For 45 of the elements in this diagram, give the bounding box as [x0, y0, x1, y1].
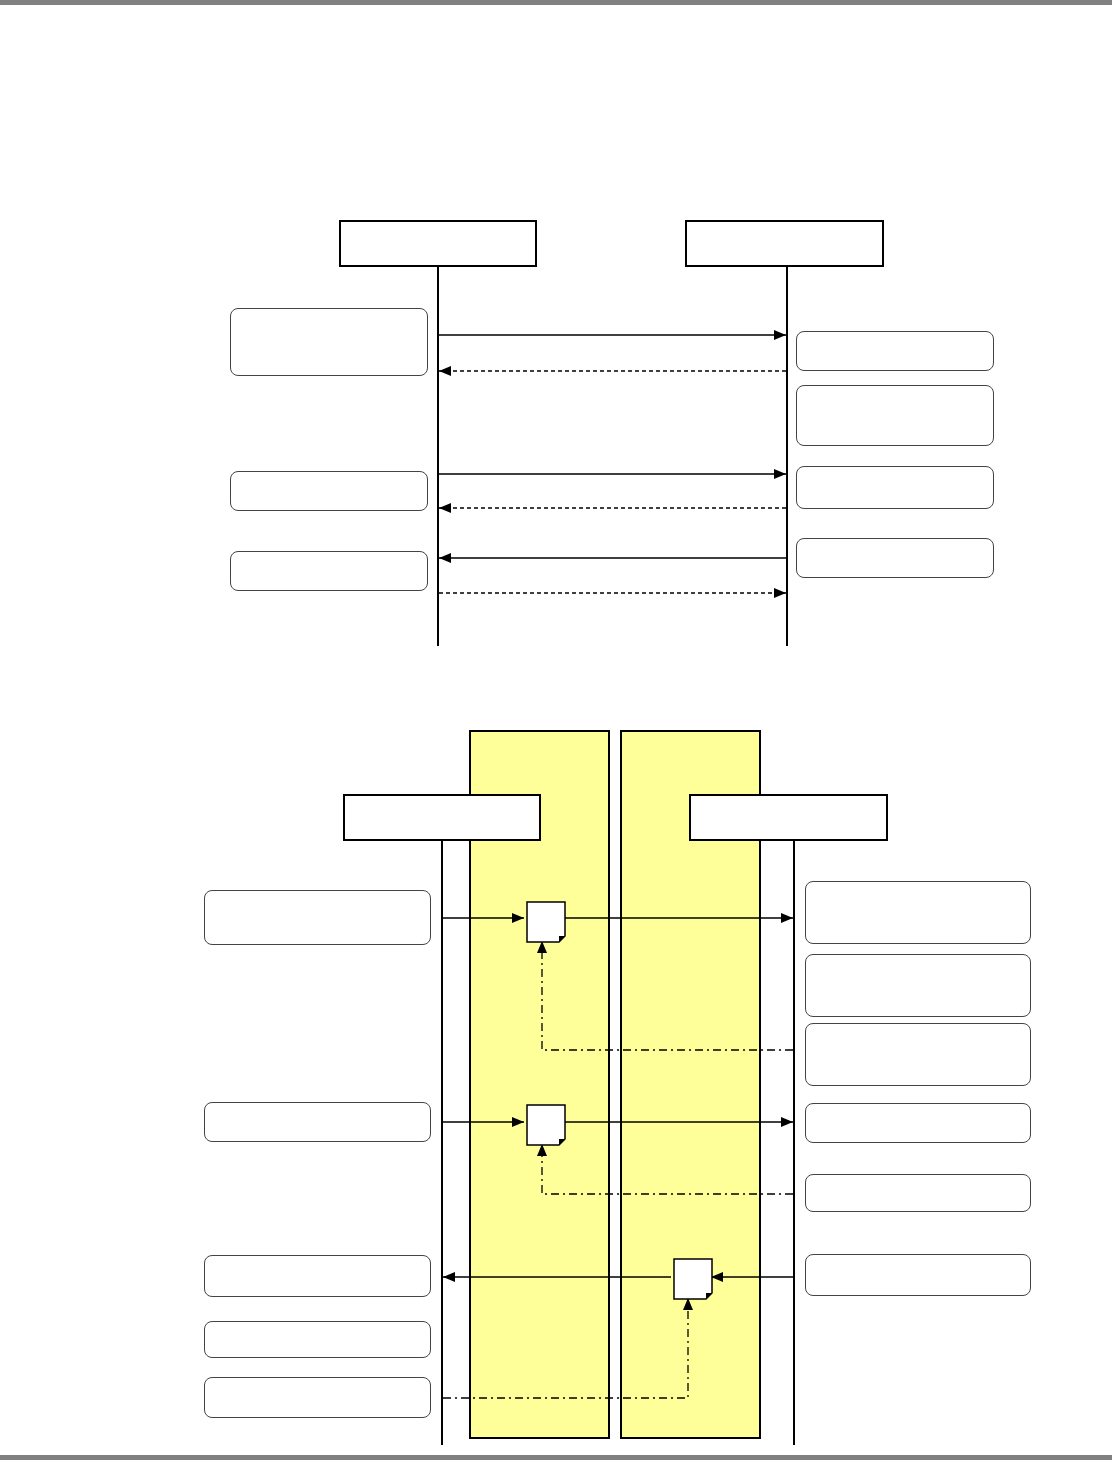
note-box	[204, 890, 431, 945]
arrow	[442, 1297, 693, 1399]
swimlane-band	[469, 730, 610, 1439]
arrow	[442, 1117, 525, 1127]
arrow	[438, 503, 787, 513]
document-shape	[673, 1258, 713, 1300]
arrow	[438, 469, 787, 479]
note-box	[230, 308, 428, 376]
arrow	[438, 553, 787, 563]
note-box	[204, 1377, 431, 1418]
arrow	[563, 1117, 794, 1127]
document-shape	[526, 1104, 566, 1146]
arrow	[537, 1143, 794, 1195]
note-box	[805, 881, 1031, 944]
note-box	[805, 1254, 1031, 1296]
note-box	[204, 1102, 431, 1142]
lifeline	[786, 267, 788, 646]
lifeline-header-box	[685, 220, 884, 267]
arrow	[710, 1272, 794, 1282]
lifeline	[441, 841, 443, 1445]
swimlane-band	[620, 730, 761, 1439]
arrow	[537, 940, 794, 1051]
arrow	[438, 330, 787, 340]
note-box	[805, 1174, 1031, 1212]
lifeline-header-box	[339, 220, 537, 267]
note-box	[204, 1255, 431, 1297]
note-box	[796, 538, 994, 578]
note-box	[796, 331, 994, 371]
arrow	[438, 588, 787, 598]
lifeline	[793, 841, 795, 1445]
note-box	[204, 1321, 431, 1358]
document-shape	[526, 901, 566, 943]
arrow	[442, 913, 525, 923]
lifeline-header-box	[689, 794, 888, 841]
note-box	[230, 551, 428, 591]
note-box	[230, 471, 428, 511]
note-box	[796, 466, 994, 509]
lifeline	[437, 267, 439, 646]
note-box	[805, 954, 1031, 1017]
note-box	[805, 1023, 1031, 1086]
arrow	[442, 1272, 672, 1282]
note-box	[796, 385, 994, 446]
arrow	[563, 913, 794, 923]
note-box	[805, 1103, 1031, 1143]
lifeline-header-box	[343, 794, 541, 841]
